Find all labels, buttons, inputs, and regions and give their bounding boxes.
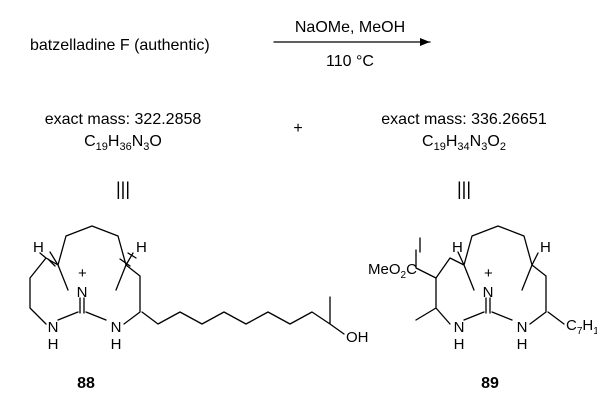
structure-88-h-left: H (33, 239, 44, 256)
product-88-formula: C19H36N3O (84, 133, 162, 153)
structure-88: H H N + N H N H OH (29, 225, 369, 353)
compound-number-89: 89 (481, 375, 499, 392)
structure-88-nh-left-n: N (48, 319, 59, 336)
structure-89-heptyl: C7H15 (566, 317, 597, 337)
compound-number-88: 88 (77, 375, 95, 392)
product-88-mass: exact mass: 322.2858 (45, 111, 202, 128)
structure-88-nh-right-h: H (111, 336, 122, 353)
structure-89-h-stubs (457, 251, 539, 266)
structure-89-ester: MeO2C (368, 261, 417, 281)
reaction-arrow-head (420, 38, 430, 46)
structure-89-nh-right-h: H (517, 336, 528, 353)
reactant-name: batzelladine F (authentic) (30, 37, 210, 54)
structure-89-h-right: H (540, 239, 551, 256)
product-89-equiv-sign: ||| (457, 179, 471, 199)
reagents-label: NaOMe, MeOH (295, 19, 405, 36)
structure-89-nh-left-h: H (454, 336, 465, 353)
structure-89-h-left: H (452, 239, 463, 256)
structure-88-h-right: H (136, 239, 147, 256)
structure-89: MeO2C H H N + N H N H C7H15 (368, 225, 597, 353)
structure-89-charge: + (484, 265, 493, 282)
structure-89-nh-left-n: N (454, 319, 465, 336)
structure-88-h-stubs (49, 251, 134, 266)
structure-89-nh-right-n: N (517, 319, 528, 336)
plus-sign: + (293, 120, 302, 137)
structure-88-charge: + (78, 265, 87, 282)
structure-88-nh-right-n: N (111, 319, 122, 336)
conditions-label: 110 °C (326, 53, 374, 70)
structure-89-bonds (415, 225, 565, 325)
structure-88-n-bridge: N (77, 284, 88, 301)
structure-88-bonds (29, 225, 345, 335)
structure-88-hydroxyl: OH (346, 329, 369, 346)
product-89-mass: exact mass: 336.26651 (381, 111, 547, 128)
structure-89-n-bridge: N (483, 284, 494, 301)
structure-88-nh-left-h: H (48, 336, 59, 353)
product-89-formula: C19H34N3O2 (422, 133, 506, 153)
product-88-equiv-sign: ||| (116, 179, 130, 199)
